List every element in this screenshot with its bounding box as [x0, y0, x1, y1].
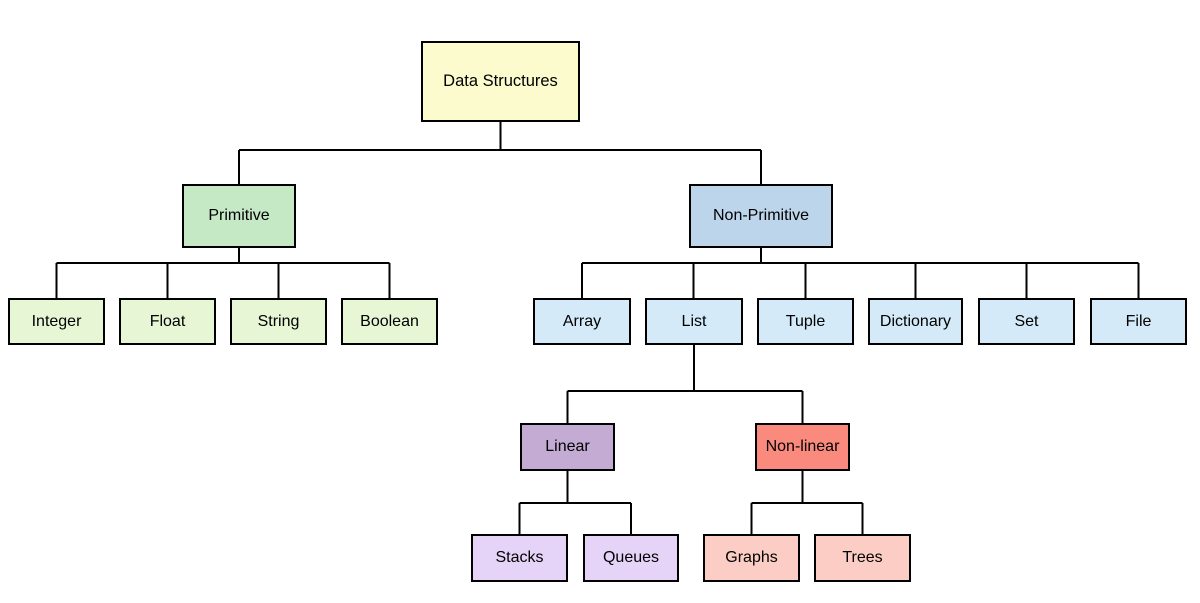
node-queues: Queues: [583, 534, 679, 582]
node-float: Float: [119, 298, 216, 345]
node-non-linear: Non-linear: [755, 423, 850, 471]
node-stacks: Stacks: [471, 534, 568, 582]
node-dictionary: Dictionary: [868, 298, 963, 345]
node-file: File: [1090, 298, 1187, 345]
node-non-primitive: Non-Primitive: [689, 184, 833, 248]
node-tuple: Tuple: [757, 298, 854, 345]
node-boolean: Boolean: [341, 298, 438, 345]
node-graphs: Graphs: [703, 534, 800, 582]
node-integer: Integer: [8, 298, 105, 345]
node-list: List: [645, 298, 743, 345]
node-string: String: [230, 298, 327, 345]
node-array: Array: [533, 298, 631, 345]
node-trees: Trees: [814, 534, 911, 582]
node-data-structures: Data Structures: [421, 41, 580, 122]
node-primitive: Primitive: [182, 184, 296, 248]
node-set: Set: [978, 298, 1075, 345]
node-linear: Linear: [520, 423, 615, 471]
